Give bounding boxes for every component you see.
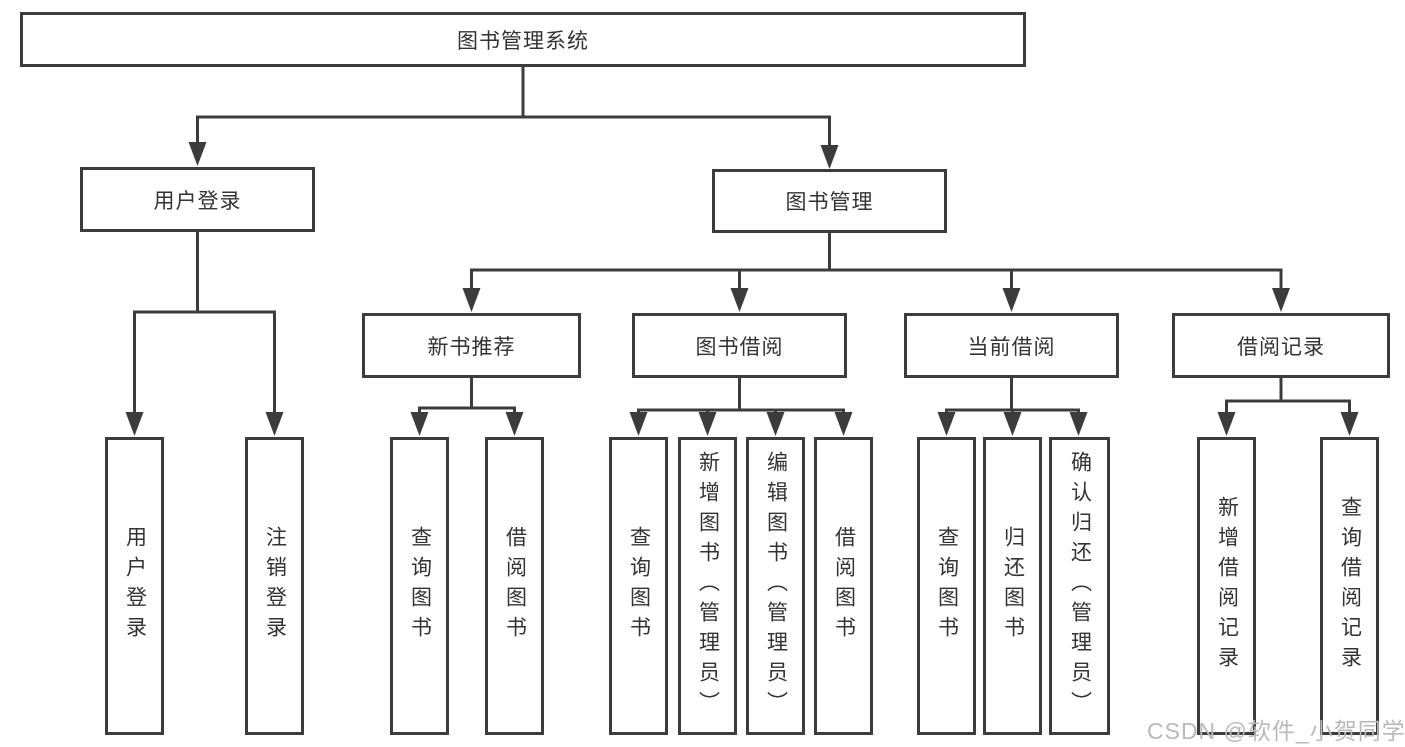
leaf-borrow-query-books: 查询图书	[609, 437, 668, 735]
leaf-label: 查询借阅记录	[1338, 496, 1362, 676]
leaf-label: 新增图书（管理员）	[696, 451, 720, 721]
leaf-label: 新增借阅记录	[1215, 496, 1239, 676]
node-label: 图书管理	[785, 191, 874, 214]
watermark-text: CSDN @软件_小贺同学	[1147, 718, 1405, 744]
node-label: 新书推荐	[427, 335, 516, 359]
leaf-label: 查询图书	[627, 526, 651, 646]
node-label: 借阅记录	[1237, 335, 1325, 359]
leaf-user-login: 用户登录	[105, 437, 164, 735]
leaf-label: 查询图书	[935, 526, 959, 646]
node-user-login-branch: 用户登录	[80, 167, 315, 232]
node-label: 用户登录	[153, 189, 242, 213]
node-new-book-recommend: 新书推荐	[362, 313, 581, 378]
leaf-borrow-add-books-admin: 新增图书（管理员）	[678, 437, 737, 735]
leaf-current-return-books: 归还图书	[983, 437, 1042, 735]
leaf-current-query-books: 查询图书	[917, 437, 976, 735]
leaf-borrow-edit-books-admin: 编辑图书（管理员）	[746, 437, 805, 735]
node-label: 图书管理系统	[457, 29, 589, 53]
leaf-label: 查询图书	[408, 526, 432, 646]
node-current-borrow: 当前借阅	[904, 313, 1119, 378]
leaf-records-add-record: 新增借阅记录	[1197, 437, 1256, 735]
node-borrow-records: 借阅记录	[1172, 313, 1390, 378]
node-library-management-system: 图书管理系统	[20, 12, 1026, 67]
leaf-label: 编辑图书（管理员）	[764, 451, 788, 721]
leaf-label: 借阅图书	[503, 526, 527, 646]
leaf-label: 确认归还（管理员）	[1068, 451, 1092, 721]
leaf-logout: 注销登录	[245, 437, 304, 735]
leaf-newbook-query-books: 查询图书	[390, 437, 449, 735]
leaf-current-confirm-return-admin: 确认归还（管理员）	[1049, 437, 1110, 735]
node-book-management-branch: 图书管理	[712, 169, 947, 233]
leaf-newbook-borrow-books: 借阅图书	[485, 437, 544, 735]
node-book-borrow: 图书借阅	[632, 313, 847, 378]
leaf-label: 归还图书	[1001, 526, 1025, 646]
node-label: 图书借阅	[695, 335, 784, 359]
node-label: 当前借阅	[967, 335, 1056, 359]
leaf-borrow-borrow-books: 借阅图书	[814, 437, 873, 735]
leaf-label: 注销登录	[263, 526, 287, 646]
leaf-label: 借阅图书	[832, 526, 856, 646]
leaf-records-query-record: 查询借阅记录	[1320, 437, 1379, 735]
leaf-label: 用户登录	[123, 526, 147, 646]
